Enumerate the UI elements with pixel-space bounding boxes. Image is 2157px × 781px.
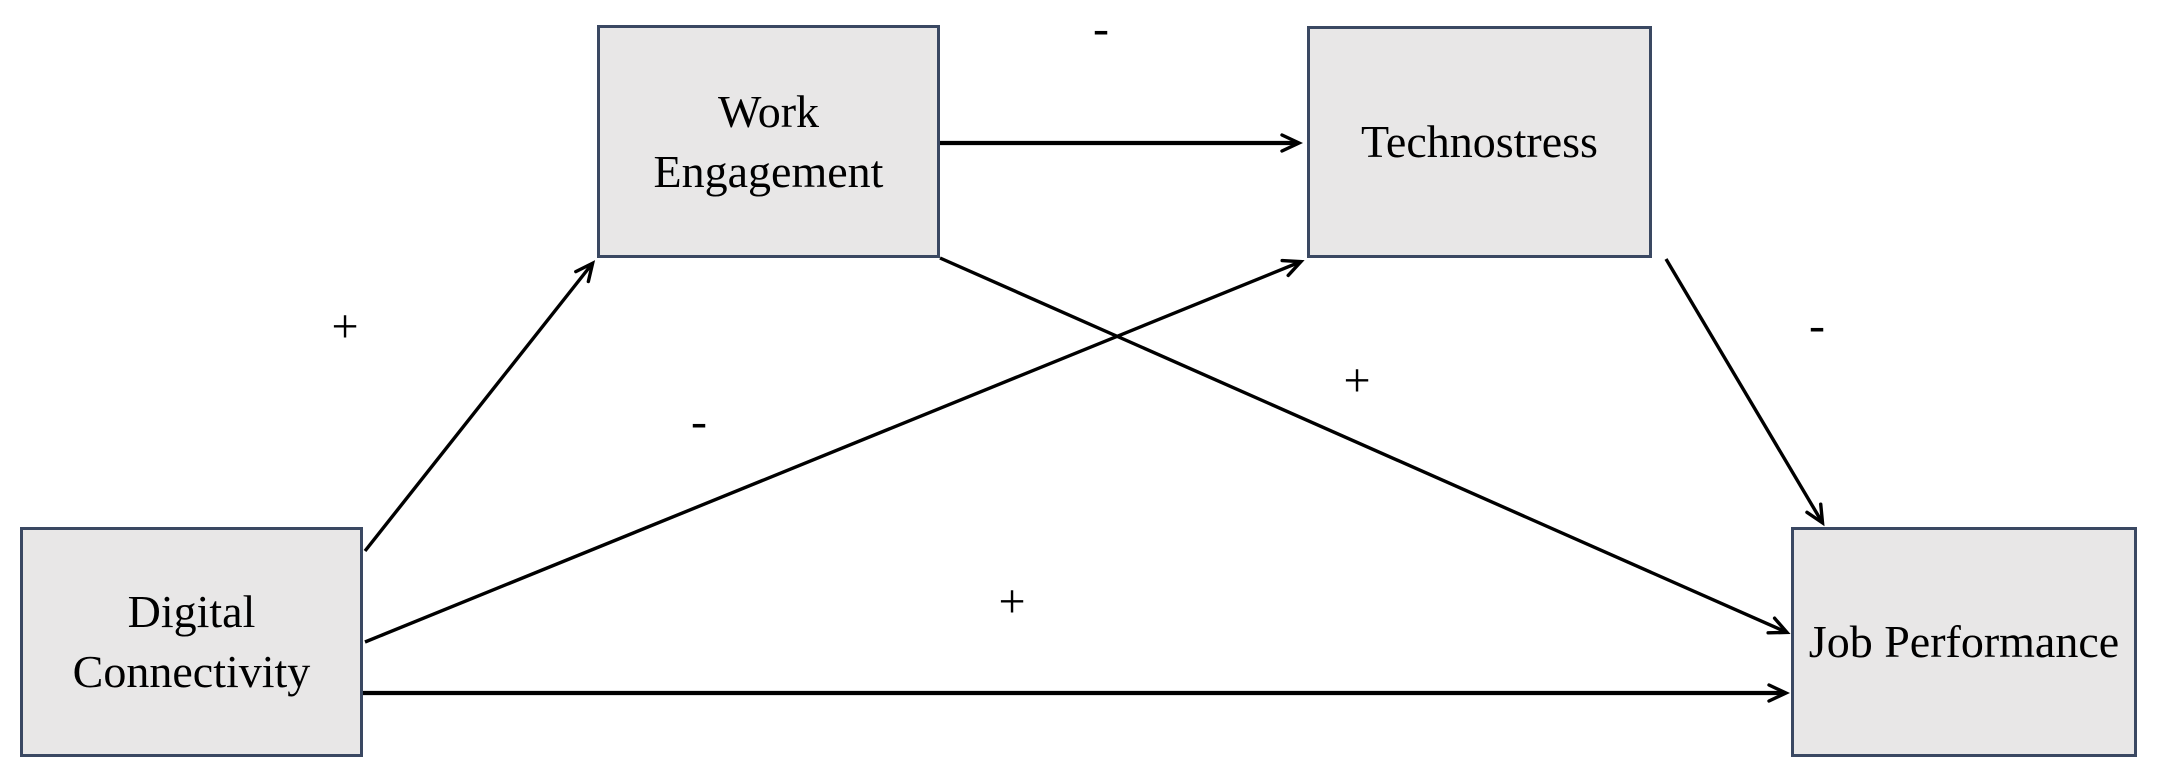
arrow-we-to-jp bbox=[939, 256, 1791, 635]
node-technostress-label: Technostress bbox=[1361, 116, 1598, 168]
node-job-performance-label: Job Performance bbox=[1808, 616, 2120, 668]
arrow-dc-to-we bbox=[363, 260, 596, 553]
node-digital-connectivity: Digital Connectivity bbox=[20, 527, 363, 757]
node-work-engagement: Work Engagement bbox=[597, 25, 940, 258]
node-work-engagement-label: Work Engagement bbox=[653, 85, 884, 197]
sign-dc-to-ts: - bbox=[691, 395, 707, 448]
sign-we-to-jp: + bbox=[1343, 354, 1371, 407]
arrow-ts-to-jp bbox=[1664, 258, 1825, 527]
node-technostress: Technostress bbox=[1307, 26, 1652, 258]
sign-dc-to-we: + bbox=[331, 300, 359, 353]
sign-ts-to-jp: - bbox=[1809, 299, 1825, 352]
sign-dc-to-jp: + bbox=[998, 575, 1026, 628]
arrow-dc-to-ts bbox=[364, 258, 1305, 644]
node-job-performance: Job Performance bbox=[1791, 527, 2137, 757]
node-digital-connectivity-label: Digital Connectivity bbox=[72, 586, 311, 697]
sign-we-to-ts: - bbox=[1093, 2, 1109, 55]
